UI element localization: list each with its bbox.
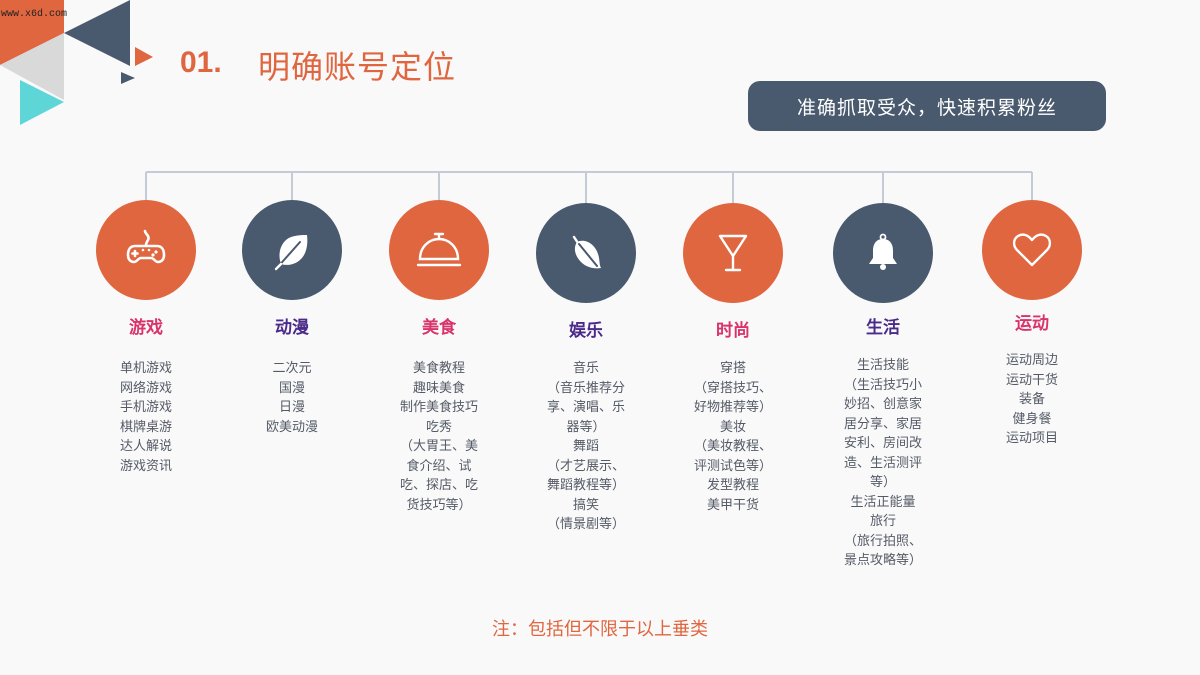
heart-icon <box>1012 233 1052 267</box>
list-item: 运动干货 <box>1005 372 1058 388</box>
cocktail-glass-icon <box>718 234 748 272</box>
list-item: （美妆教程、 评测试色等） <box>693 439 772 474</box>
watermark: www.x6d.com <box>1 9 68 20</box>
list-item: 音乐 <box>572 361 599 376</box>
list-item: 运动周边 <box>1005 353 1058 368</box>
category-items: 运动周边 运动干货 装备 健身餐 运动项目 <box>1006 351 1058 449</box>
category-food: 美食 美食教程 趣味美食 制作美食技巧 吃秀 （大胃王、美 食介绍、试 吃、探店… <box>364 200 514 515</box>
list-item: 棋牌桌游 <box>119 419 172 435</box>
category-title: 时尚 <box>716 321 750 341</box>
category-sports: 运动 运动周边 运动干货 装备 健身餐 运动项目 <box>957 200 1107 449</box>
page-title: 明确账号定位 <box>258 48 457 86</box>
list-item: 健身餐 <box>1012 411 1052 427</box>
list-item: （大胃王、美 食介绍、试 吃、探店、吃 货技巧等） <box>399 439 478 513</box>
list-item: 制作美食技巧 <box>399 400 478 415</box>
list-item: 旅行 <box>869 514 896 529</box>
list-item: 国漫 <box>278 380 305 396</box>
list-item: 运动项目 <box>1005 431 1058 446</box>
list-item: 游戏资讯 <box>119 458 172 474</box>
category-items: 单机游戏 网络游戏 手机游戏 棋牌桌游 达人解说 游戏资讯 <box>120 359 172 476</box>
list-item: 美甲干货 <box>706 497 759 513</box>
list-item: 吃秀 <box>425 419 452 435</box>
category-title: 美食 <box>422 318 456 338</box>
category-items: 穿搭 （穿搭技巧、 好物推荐等） 美妆 （美妆教程、 评测试色等） 发型教程 美… <box>694 359 772 515</box>
category-circle <box>536 203 636 303</box>
list-item: 二次元 <box>272 361 312 376</box>
leaf-icon <box>572 235 601 269</box>
category-circle <box>242 200 342 300</box>
category-circle <box>96 200 196 300</box>
tagline-badge: 准确抓取受众，快速积累粉丝 <box>748 81 1106 131</box>
decorative-triangles <box>0 0 153 125</box>
category-circle <box>833 203 933 303</box>
footnote: 注：包括但不限于以上垂类 <box>492 619 708 640</box>
list-item: （穿搭技巧、 好物推荐等） <box>693 380 772 416</box>
category-entertainment: 娱乐 音乐 （音乐推荐分 享、演唱、乐 器等） 舞蹈 （才艺展示、 舞蹈教程等）… <box>511 203 661 535</box>
list-item: 欧美动漫 <box>265 419 318 435</box>
list-item: 美妆 <box>719 419 746 435</box>
category-items: 美食教程 趣味美食 制作美食技巧 吃秀 （大胃王、美 食介绍、试 吃、探店、吃 … <box>400 359 478 515</box>
category-circle <box>389 200 489 300</box>
category-title: 生活 <box>866 318 900 338</box>
list-item: 达人解说 <box>119 439 172 454</box>
service-bell-icon <box>416 232 462 267</box>
list-item: 穿搭 <box>719 361 746 376</box>
category-items: 音乐 （音乐推荐分 享、演唱、乐 器等） 舞蹈 （才艺展示、 舞蹈教程等） 搞笑… <box>547 359 625 535</box>
list-item: （旅行拍照、 景点攻略等） <box>843 533 922 569</box>
list-item: 趣味美食 <box>412 380 465 396</box>
category-anime: 动漫 二次元 国漫 日漫 欧美动漫 <box>217 200 367 437</box>
category-circle <box>982 200 1082 300</box>
list-item: 生活技能 <box>856 358 909 373</box>
list-item: 生活正能量 <box>850 494 916 510</box>
list-item: 美食教程 <box>412 361 465 376</box>
list-item: 网络游戏 <box>119 380 172 396</box>
list-item: （音乐推荐分 享、演唱、乐 器等） <box>546 380 625 435</box>
section-number: 01. <box>180 46 222 79</box>
list-item: （才艺展示、 舞蹈教程等） <box>546 458 625 494</box>
list-item: 单机游戏 <box>119 361 172 376</box>
category-games: 游戏 单机游戏 网络游戏 手机游戏 棋牌桌游 达人解说 游戏资讯 <box>71 200 221 476</box>
category-fashion: 时尚 穿搭 （穿搭技巧、 好物推荐等） 美妆 （美妆教程、 评测试色等） 发型教… <box>658 203 808 515</box>
list-item: 装备 <box>1018 392 1045 407</box>
list-item: （生活技巧小 妙招、创意家 居分享、家居 安利、房间改 造、生活测评 等） <box>843 377 922 491</box>
category-life: 生活 生活技能 （生活技巧小 妙招、创意家 居分享、家居 安利、房间改 造、生活… <box>808 203 958 571</box>
list-item: 搞笑 <box>572 497 599 513</box>
gamepad-icon <box>126 229 166 264</box>
category-title: 运动 <box>1015 314 1049 334</box>
category-circle <box>683 203 783 303</box>
leaf-icon <box>274 235 308 271</box>
category-title: 动漫 <box>275 318 309 338</box>
category-title: 游戏 <box>129 318 163 338</box>
tagline-text: 准确抓取受众，快速积累粉丝 <box>796 96 1057 119</box>
category-title: 娱乐 <box>569 321 603 341</box>
category-items: 二次元 国漫 日漫 欧美动漫 <box>266 359 318 437</box>
list-item: 日漫 <box>278 400 305 415</box>
list-item: 舞蹈 <box>572 439 599 454</box>
category-items: 生活技能 （生活技巧小 妙招、创意家 居分享、家居 安利、房间改 造、生活测评 … <box>844 356 922 571</box>
list-item: 发型教程 <box>706 478 759 493</box>
list-item: 手机游戏 <box>119 400 172 415</box>
list-item: （情景剧等） <box>546 517 625 532</box>
bell-icon <box>869 233 897 270</box>
